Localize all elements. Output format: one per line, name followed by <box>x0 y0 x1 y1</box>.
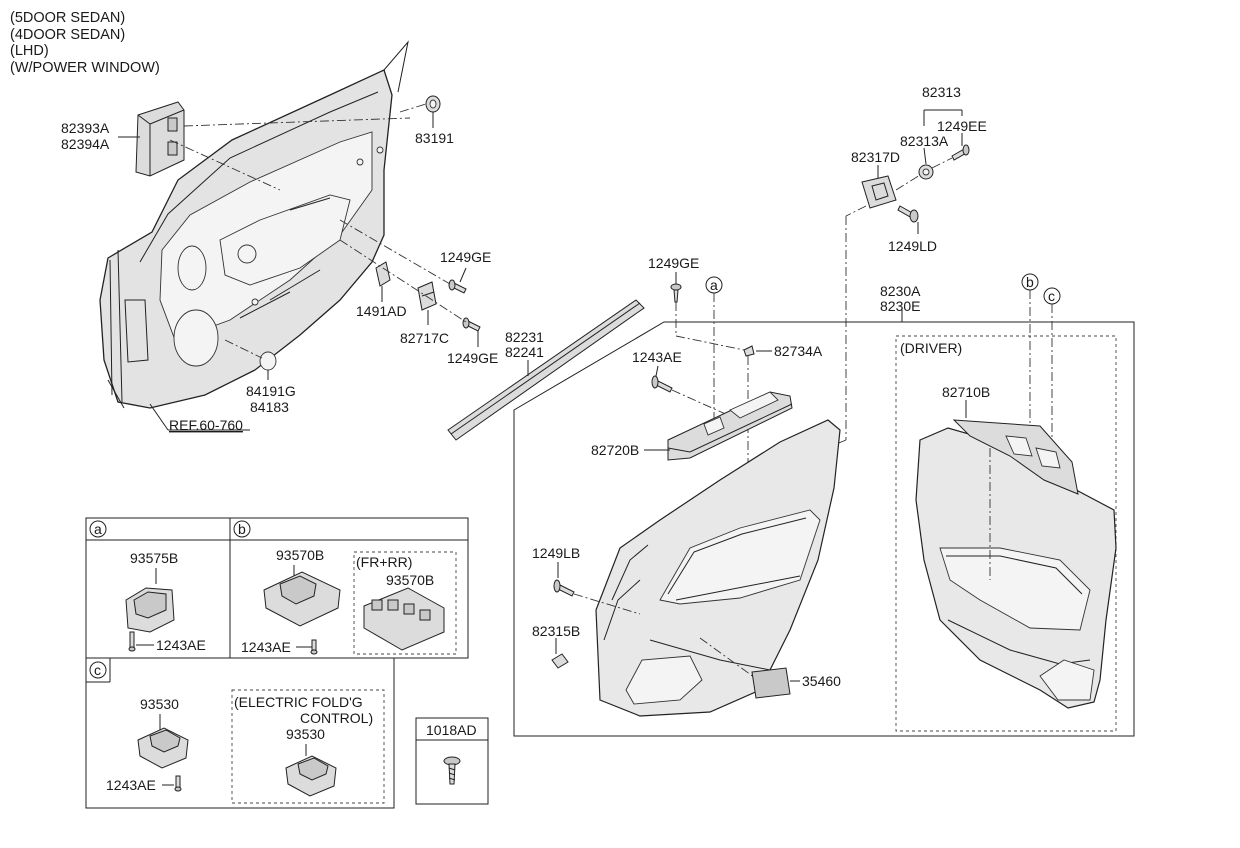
label-82317D: 82317D <box>851 149 900 165</box>
top-path-2 <box>675 335 745 351</box>
label-84191G: 84191G <box>246 383 296 399</box>
label-fr-rr: (FR+RR) <box>356 554 412 570</box>
callout-b: b <box>1021 273 1039 444</box>
label-93570B-variant: 93570B <box>386 572 434 588</box>
part-1249GE-screw-c <box>670 283 682 303</box>
subpanel-a: a 93575B 1243AE <box>89 520 206 653</box>
label-82734A: 82734A <box>774 343 823 359</box>
front-door-shell <box>99 40 409 409</box>
label-1249LB: 1249LB <box>532 545 580 561</box>
part-35460-label <box>751 667 791 699</box>
label-83191: 83191 <box>415 130 454 146</box>
label-1243AE-main: 1243AE <box>632 349 682 365</box>
part-1249EE-screw <box>951 144 970 161</box>
callout-a-text: a <box>710 277 718 293</box>
subpanel-b-tag: b <box>238 521 246 537</box>
label-93530: 93530 <box>140 696 179 712</box>
label-82313: 82313 <box>922 84 961 100</box>
label-82313A: 82313A <box>900 133 949 149</box>
part-84191G-plug <box>259 351 277 371</box>
label-35460: 35460 <box>802 673 841 689</box>
callout-c-text: c <box>1048 288 1055 304</box>
label-electric-folding: (ELECTRIC FOLD'G <box>234 694 363 710</box>
part-82313A-nut <box>918 164 934 180</box>
door-trim-panel-main <box>595 419 841 717</box>
part-82720B-bezel <box>667 391 793 461</box>
subpanel-c-tag: c <box>94 662 101 678</box>
note-lhd: (LHD) <box>10 43 49 59</box>
label-1243AE-a: 1243AE <box>156 637 206 653</box>
callout-b-text: b <box>1026 274 1034 290</box>
label-82241: 82241 <box>505 344 544 360</box>
subpanel-bolt-1018AD: 1018AD <box>415 717 489 805</box>
label-1018AD: 1018AD <box>426 722 477 738</box>
label-93530-variant: 93530 <box>286 726 325 742</box>
label-1243AE-c: 1243AE <box>106 777 156 793</box>
label-1243AE-b: 1243AE <box>241 639 291 655</box>
note-power-window: (W/POWER WINDOW) <box>10 59 160 76</box>
label-1249GE-a: 1249GE <box>440 249 491 265</box>
part-1249GE-screw-b <box>462 317 481 332</box>
part-1243AE-screw-main <box>651 375 673 393</box>
subpanel-a-tag: a <box>94 521 102 537</box>
note-4door: (4DOOR SEDAN) <box>10 26 126 43</box>
label-driver: (DRIVER) <box>900 340 962 356</box>
door-leader-lines <box>107 103 479 431</box>
label-82720B: 82720B <box>591 442 639 458</box>
screw-main-leader <box>655 365 659 377</box>
part-82717C-bracket <box>417 281 437 311</box>
label-8230E: 8230E <box>880 298 920 314</box>
label-93570B: 93570B <box>276 547 324 563</box>
label-control: CONTROL) <box>300 710 373 726</box>
label-35460-path <box>699 637 759 681</box>
part-1249LD-screw <box>897 205 919 223</box>
door-trim-panel-driver <box>915 419 1117 709</box>
label-ref-60-760: REF.60-760 <box>169 417 243 433</box>
label-1249LD: 1249LD <box>888 238 937 254</box>
part-82734A-clip <box>743 345 755 357</box>
part-1491AD-clip <box>375 261 391 287</box>
label-1249EE: 1249EE <box>937 118 987 134</box>
label-82710B: 82710B <box>942 384 990 400</box>
label-1249GE-b: 1249GE <box>447 350 498 366</box>
weatherstrip-82231 <box>447 299 645 441</box>
callout-c: c <box>1043 287 1061 462</box>
trim-assembly-frame <box>513 310 1135 737</box>
part-82393A-block <box>135 101 185 177</box>
label-84183: 84183 <box>250 399 289 415</box>
screw-main-path <box>671 389 731 417</box>
vehicle-notes: (5DOOR SEDAN) (4DOOR SEDAN) (LHD) (W/POW… <box>10 10 160 76</box>
subpanel-ab-frame <box>85 517 469 659</box>
subpanel-c-frame <box>85 657 395 809</box>
part-1249LB-screw <box>553 579 575 597</box>
part-83191-grommet <box>425 95 441 113</box>
label-93575B: 93575B <box>130 550 178 566</box>
label-82394A: 82394A <box>61 136 110 152</box>
note-5door: (5DOOR SEDAN) <box>10 10 126 26</box>
label-8230A: 8230A <box>880 283 921 299</box>
label-82717C: 82717C <box>400 330 449 346</box>
label-1249GE-c: 1249GE <box>648 255 699 271</box>
part-82317D-bracket <box>861 175 897 209</box>
label-82315B: 82315B <box>532 623 580 639</box>
subpanel-b: b 93570B 1243AE (FR+RR) 93570B <box>233 520 445 655</box>
label-82231: 82231 <box>505 329 544 345</box>
part-1249GE-screw-a <box>448 279 467 294</box>
callout-a: a <box>705 276 723 428</box>
label-82393A: 82393A <box>61 120 110 136</box>
subpanel-c: c 93530 1243AE (ELECTRIC FOLD'G CONTROL)… <box>89 661 373 797</box>
part-82315B-clip <box>551 653 569 669</box>
screw-lb-path <box>573 593 641 615</box>
label-1491AD: 1491AD <box>356 303 407 319</box>
